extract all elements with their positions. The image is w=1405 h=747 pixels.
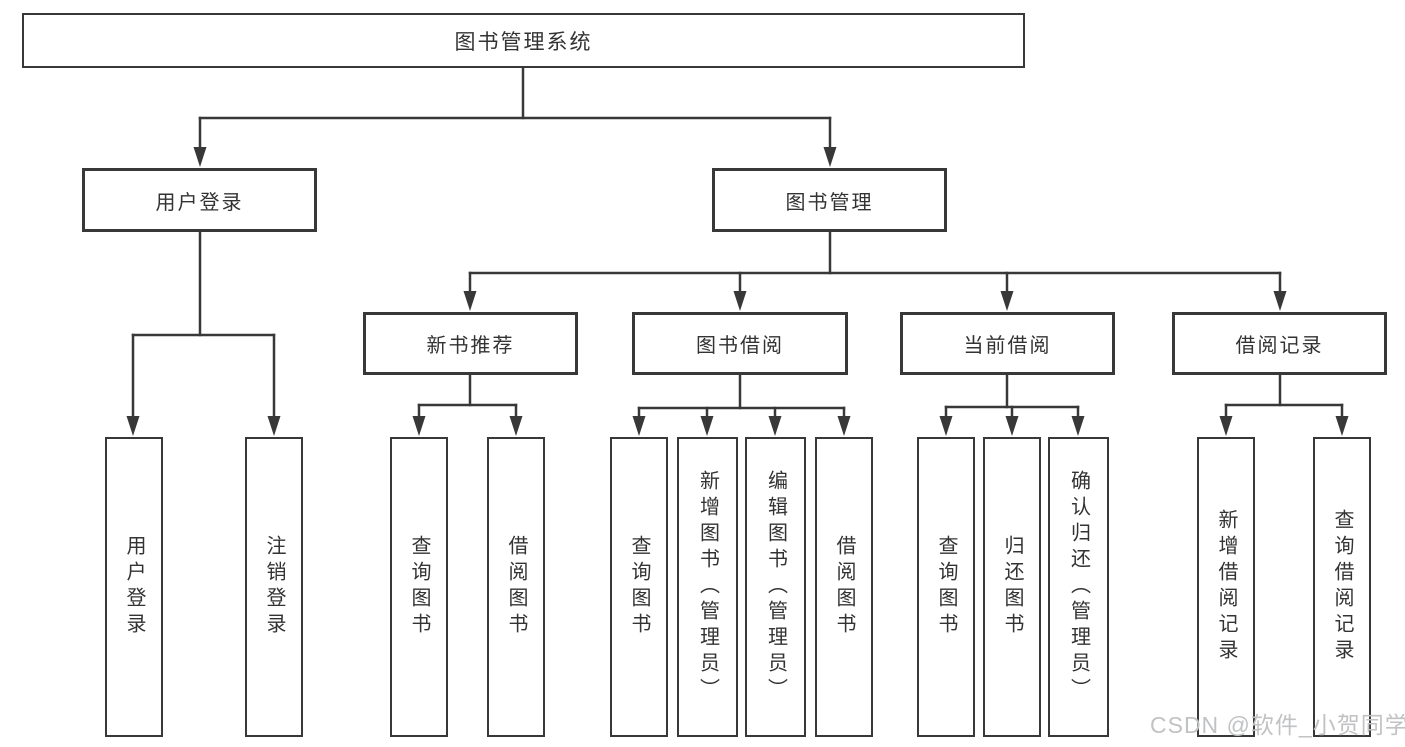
leaf-label: 查询图书 [628,535,650,639]
leaf-label: 新增借阅记录 [1215,509,1237,665]
leaf-add-borrow-record: 新增借阅记录 [1197,437,1255,737]
csdn-watermark: CSDN @软件_小贺同学 [1150,712,1405,738]
leaf-user-login: 用户登录 [105,437,163,737]
leaf-label: 编辑图书（管理员） [764,470,787,704]
leaf-label: 借阅图书 [833,535,855,639]
leaf-edit-book-admin: 编辑图书（管理员） [745,437,806,737]
leaf-label: 借阅图书 [505,535,527,639]
leaf-label: 注销登录 [263,535,285,639]
leaf-label: 用户登录 [123,535,145,639]
leaf-return-book: 归还图书 [983,437,1041,737]
node-user-login: 用户登录 [82,168,317,232]
node-book-management: 图书管理 [712,168,947,232]
leaf-label: 归还图书 [1001,535,1023,639]
node-book-borrow: 图书借阅 [632,312,848,375]
node-new-book-recommend: 新书推荐 [363,312,578,375]
leaf-add-book-admin: 新增图书（管理员） [677,437,738,737]
leaf-borrow-books-recommend: 借阅图书 [487,437,545,737]
leaf-borrow-books: 借阅图书 [815,437,873,737]
leaf-query-books-borrow: 查询图书 [610,437,668,737]
node-current-borrow: 当前借阅 [900,312,1115,375]
leaf-label: 确认归还（管理员） [1067,470,1090,704]
node-library-management-system: 图书管理系统 [22,13,1025,68]
leaf-label: 查询图书 [408,535,430,639]
leaf-query-books-recommend: 查询图书 [390,437,448,737]
leaf-label: 新增图书（管理员） [696,470,719,704]
leaf-query-books-current: 查询图书 [917,437,975,737]
leaf-confirm-return-admin: 确认归还（管理员） [1048,437,1109,737]
leaf-label: 查询图书 [935,535,957,639]
leaf-query-borrow-record: 查询借阅记录 [1313,437,1371,737]
leaf-logout: 注销登录 [245,437,303,737]
leaf-label: 查询借阅记录 [1331,509,1353,665]
node-borrow-record: 借阅记录 [1172,312,1387,375]
